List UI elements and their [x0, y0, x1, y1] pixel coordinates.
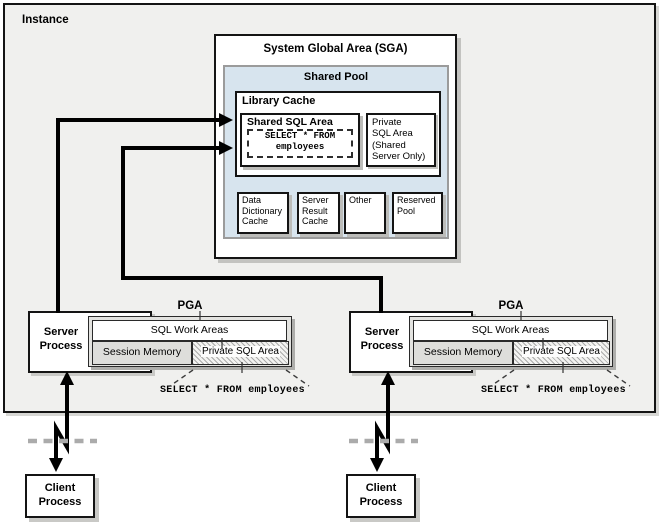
sql-statement-line: SELECT * FROM [264, 131, 336, 141]
shared-pool-title: Shared Pool [303, 71, 369, 83]
pga-label-right: PGA [498, 300, 524, 312]
sga-title: System Global Area (SGA) [263, 43, 408, 55]
server-process-label: Server Process [360, 326, 404, 352]
callout-sql-text-right: SELECT * FROM employees [481, 385, 626, 396]
private-sql-area-pga-box: Private SQL Area [513, 341, 610, 365]
callout-sql-text-left: SELECT * FROM employees [160, 385, 305, 396]
right-session-group: Server Process PGA SQL Work Areas Sessio… [321, 0, 666, 527]
sql-work-areas-box: SQL Work Areas [92, 320, 287, 341]
private-sql-area-pga-box: Private SQL Area [192, 341, 289, 365]
pga-box-right: SQL Work Areas Session Memory Private SQ… [409, 316, 613, 367]
private-sql-area-pga-label: Private SQL Area [201, 346, 280, 357]
client-process-box-left: Client Process [25, 474, 95, 518]
library-cache-title: Library Cache [242, 95, 316, 107]
pga-label-left: PGA [177, 300, 203, 312]
sql-work-areas-box: SQL Work Areas [413, 320, 608, 341]
left-session-group: Server Process PGA SQL Work Areas Sessio… [25, 300, 305, 518]
instance-label: Instance [22, 14, 69, 26]
shared-sql-area-title: Shared SQL Area [247, 116, 333, 128]
reserved-pool-label: Reserved [397, 195, 436, 205]
session-memory-box: Session Memory [413, 341, 513, 365]
session-memory-box: Session Memory [92, 341, 192, 365]
server-process-label: Server Process [39, 326, 83, 352]
private-sql-area-pga-label: Private SQL Area [522, 346, 601, 357]
private-sql-area-shared-server-label: Private [372, 117, 402, 128]
client-process-label: Client Process [359, 482, 403, 508]
reserved-pool-box: Reserved Pool [392, 192, 443, 234]
private-sql-area-shared-server-box: Private SQL Area (Shared Server Only) [366, 113, 436, 167]
client-process-label: Client Process [38, 482, 82, 508]
pga-box-left: SQL Work Areas Session Memory Private SQ… [88, 316, 292, 367]
client-process-box-right: Client Process [346, 474, 416, 518]
